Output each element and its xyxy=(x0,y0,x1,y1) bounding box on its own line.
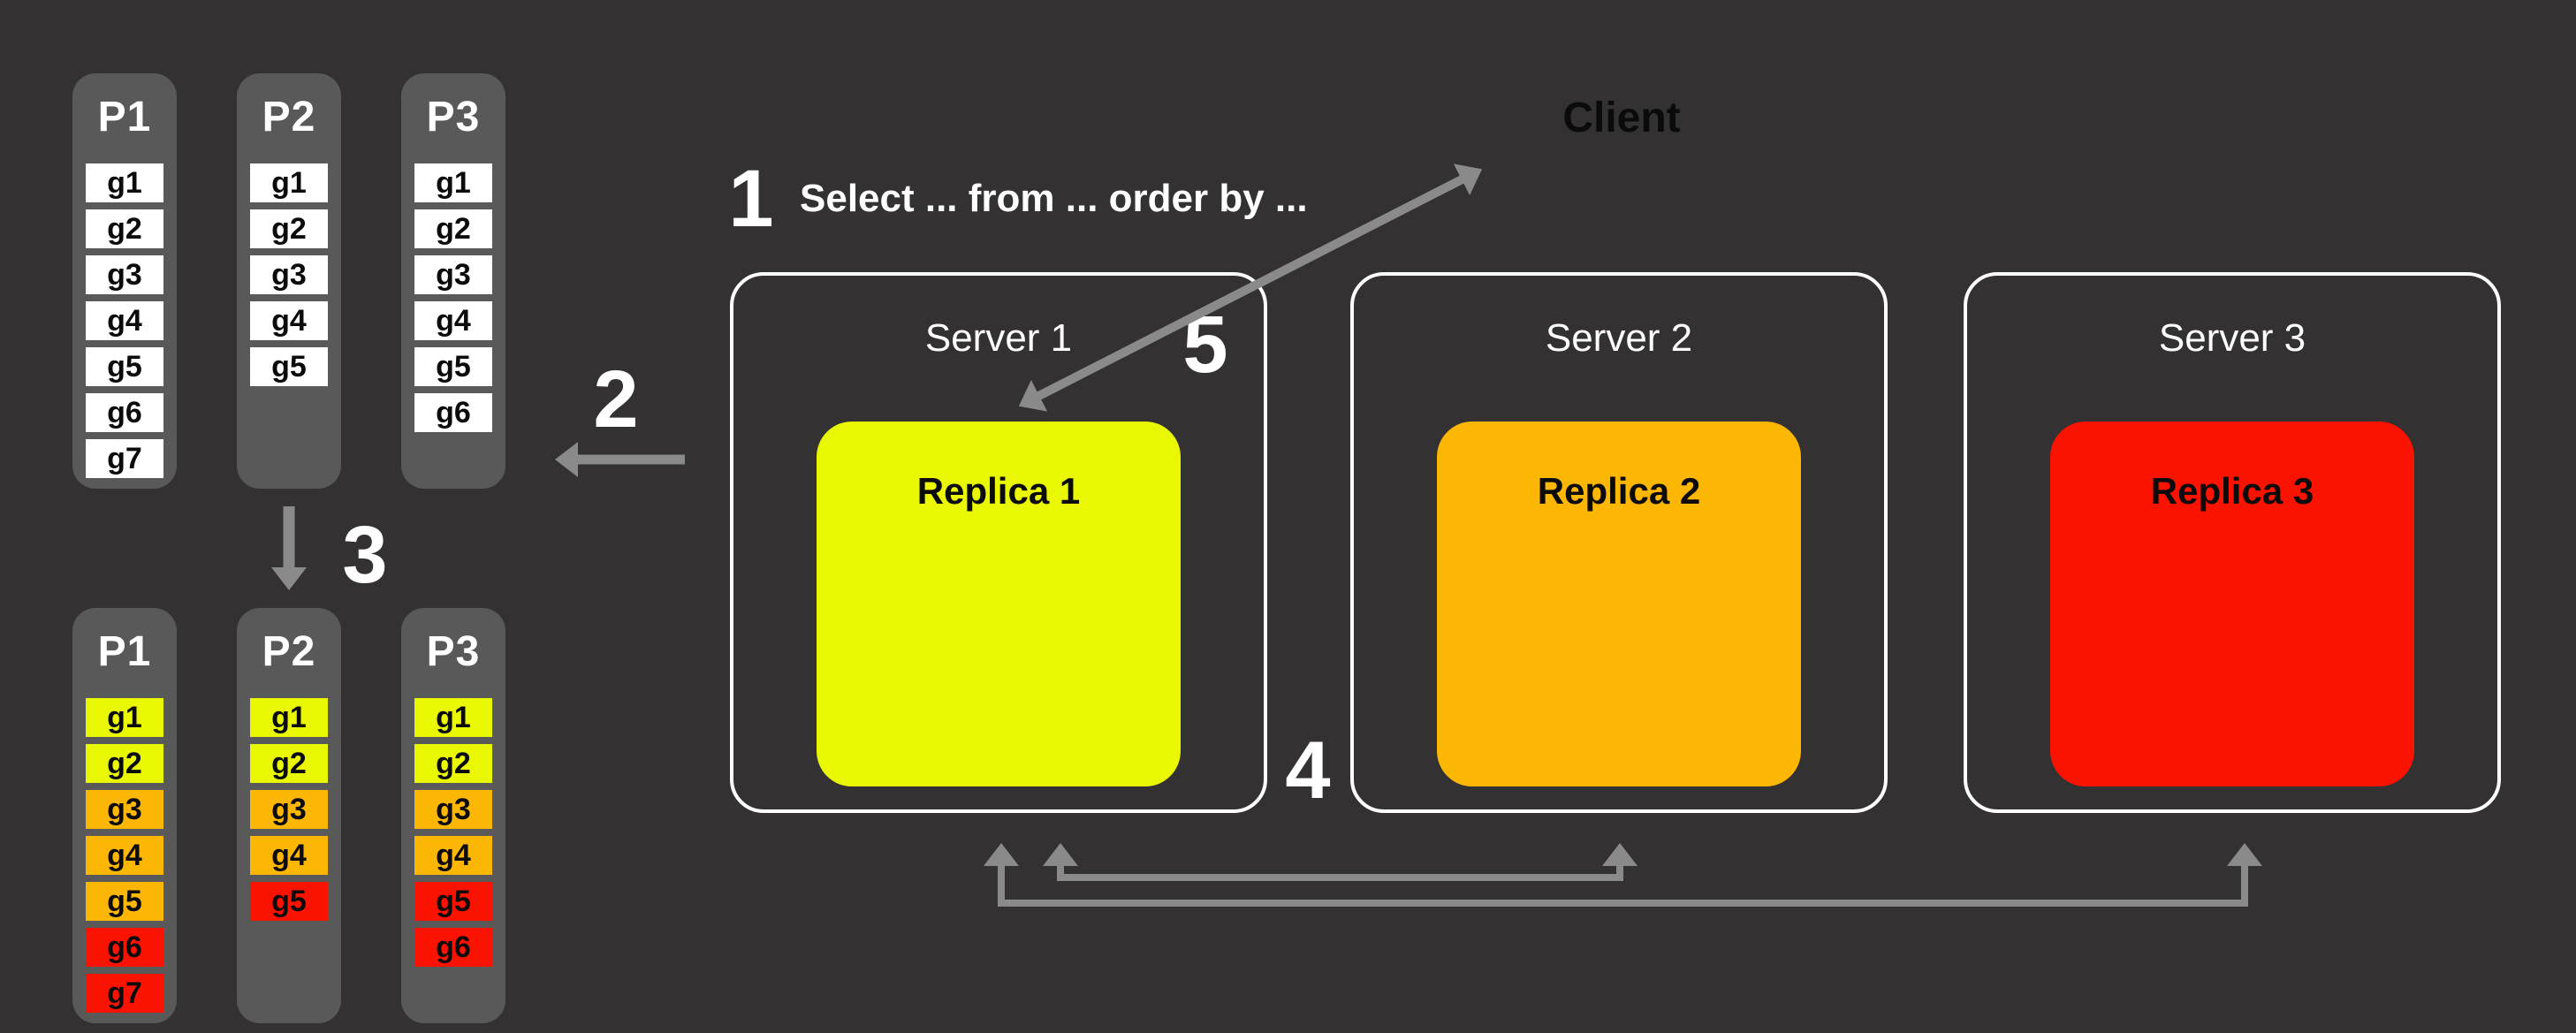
step-3-number: 3 xyxy=(342,510,388,600)
group-cell-g2: g2 xyxy=(86,209,163,248)
group-cell-g5: g5 xyxy=(250,882,328,921)
replica-2-label: Replica 2 xyxy=(1537,470,1701,512)
group-cell-g5: g5 xyxy=(414,882,492,921)
group-cell-g2: g2 xyxy=(414,744,492,783)
group-cell-g3: g3 xyxy=(414,790,492,829)
partition-title: P2 xyxy=(262,94,316,141)
group-cell-g3: g3 xyxy=(86,255,163,294)
group-cell-g4: g4 xyxy=(86,301,163,340)
server-2-box: Server 2 Replica 2 xyxy=(1350,272,1888,813)
server-1-title: Server 1 xyxy=(924,316,1073,360)
replica-1-box: Replica 1 xyxy=(817,422,1181,786)
group-cell-g6: g6 xyxy=(86,928,163,967)
client-label: Client xyxy=(1562,94,1681,141)
group-cell-g1: g1 xyxy=(250,698,328,737)
group-cell-g6: g6 xyxy=(414,928,492,967)
group-cell-g5: g5 xyxy=(250,347,328,386)
group-cell-g3: g3 xyxy=(250,790,328,829)
group-cell-g5: g5 xyxy=(86,347,163,386)
server-3-title: Server 3 xyxy=(2158,316,2306,360)
partition-title: P2 xyxy=(262,628,316,675)
replica-3-label: Replica 3 xyxy=(2150,470,2314,512)
group-cell-g3: g3 xyxy=(414,255,492,294)
partition-title: P3 xyxy=(426,628,481,675)
server1-server2-bracket-arrow xyxy=(1043,843,1638,881)
partition-column-p1: P1 g1 g2 g3 g4 g5 g6 g7 xyxy=(72,608,177,1023)
server-2-title: Server 2 xyxy=(1545,316,1693,360)
query-text: Select ... from ... order by ... xyxy=(800,177,1308,220)
partition-column-p1: P1 g1 g2 g3 g4 g5 g6 g7 xyxy=(72,73,177,489)
replica-3-box: Replica 3 xyxy=(2050,422,2414,786)
group-cell-g4: g4 xyxy=(86,836,163,875)
group-cell-g6: g6 xyxy=(414,393,492,432)
server1-server3-bracket-arrow xyxy=(984,843,2262,907)
group-cell-g2: g2 xyxy=(250,744,328,783)
group-cell-g4: g4 xyxy=(414,836,492,875)
group-cell-g1: g1 xyxy=(86,698,163,737)
step-2-number: 2 xyxy=(593,354,639,444)
group-cell-g2: g2 xyxy=(250,209,328,248)
group-cell-g3: g3 xyxy=(250,255,328,294)
step-4-number: 4 xyxy=(1285,725,1331,816)
partition-title: P1 xyxy=(97,94,152,141)
client-box: Client xyxy=(1491,73,1752,162)
group-cell-g3: g3 xyxy=(86,790,163,829)
group-cell-g5: g5 xyxy=(414,347,492,386)
group-cell-g2: g2 xyxy=(86,744,163,783)
server-1-box: Server 1 Replica 1 xyxy=(730,272,1267,813)
server-3-box: Server 3 Replica 3 xyxy=(1964,272,2501,813)
group-cell-g1: g1 xyxy=(250,163,328,202)
partition-column-p2: P2 g1 g2 g3 g4 g5 xyxy=(237,608,341,1023)
group-cell-g7: g7 xyxy=(86,439,163,478)
group-cell-g5: g5 xyxy=(86,882,163,921)
group-cell-g4: g4 xyxy=(414,301,492,340)
partition-title: P1 xyxy=(97,628,152,675)
replica-1-label: Replica 1 xyxy=(916,470,1081,512)
group-cell-g1: g1 xyxy=(414,163,492,202)
partition-column-p2: P2 g1 g2 g3 g4 g5 xyxy=(237,73,341,489)
group-cell-g2: g2 xyxy=(414,209,492,248)
partition-column-p3: P3 g1 g2 g3 g4 g5 g6 xyxy=(401,608,505,1023)
replica-2-box: Replica 2 xyxy=(1437,422,1801,786)
partition-column-p3: P3 g1 g2 g3 g4 g5 g6 xyxy=(401,73,505,489)
group-cell-g7: g7 xyxy=(86,974,163,1013)
group-cell-g4: g4 xyxy=(250,836,328,875)
partition-title: P3 xyxy=(426,94,481,141)
group-cell-g1: g1 xyxy=(414,698,492,737)
group-cell-g4: g4 xyxy=(250,301,328,340)
group-cell-g1: g1 xyxy=(86,163,163,202)
group-cell-g6: g6 xyxy=(86,393,163,432)
step-1-number: 1 xyxy=(728,154,774,244)
